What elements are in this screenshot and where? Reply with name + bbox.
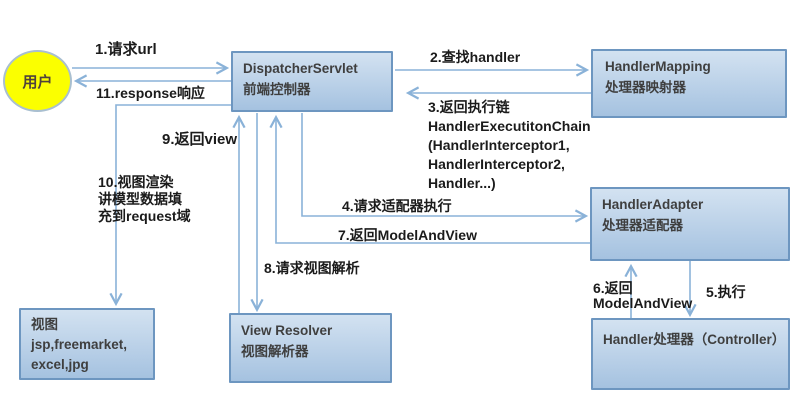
view-title: 视图 [31,317,58,332]
label-step8: 8.请求视图解析 [264,260,360,276]
arrow-step4-call-adapter [301,113,589,223]
label-step2: 2.查找handler [430,49,521,65]
handler-mapping-title: HandlerMapping [605,59,711,74]
label-step3-line5: Handler...) [428,175,496,191]
label-step1: 1.请求url [95,41,157,58]
label-step3-line3: (HandlerInterceptor1, [428,137,570,153]
label-step3-line2: HandlerExecutitonChain [428,118,591,134]
arrow-step10-render-view [109,104,231,307]
view-resolver-box: View Resolver 视图解析器 [229,313,392,383]
view-resolver-title: View Resolver [241,323,333,338]
label-step10-line1: 10.视图渲染 [98,174,174,190]
dispatcher-servlet-subtitle: 前端控制器 [243,82,311,97]
handler-adapter-subtitle: 处理器适配器 [602,218,683,233]
label-step5: 5.执行 [706,284,746,300]
label-step6: 6.返回 ModelAndView [593,281,692,311]
arrow-step7-return-modelandview [269,114,590,244]
handler-adapter-title: HandlerAdapter [602,197,704,212]
label-step6-line1: 6.返回 [593,280,633,296]
user-node: 用户 [3,50,72,112]
view-formats-line1: jsp,freemarket, [31,337,128,352]
dispatcher-servlet-title: DispatcherServlet [243,61,358,76]
label-step7: 7.返回ModelAndView [338,227,477,243]
view-box: 视图 jsp,freemarket, excel,jpg [19,308,155,380]
dispatcher-servlet-box: DispatcherServlet 前端控制器 [231,51,393,112]
view-resolver-subtitle: 视图解析器 [241,344,309,359]
label-step10-line2: 讲模型数据填 [98,191,182,207]
label-step10-line3: 充到request域 [98,208,191,224]
label-step3-line1: 3.返回执行链 [428,99,510,115]
label-step3-line4: HandlerInterceptor2, [428,156,565,172]
handler-controller-box: Handler处理器（Controller） [591,318,790,390]
label-step10: 10.视图渲染 讲模型数据填 充到request域 [98,174,191,225]
label-step9: 9.返回view [162,131,238,148]
label-step3: 3.返回执行链 HandlerExecutitonChain (HandlerI… [428,98,591,193]
handler-mapping-subtitle: 处理器映射器 [605,80,686,95]
label-step6-line2: ModelAndView [593,295,693,311]
handler-mapping-box: HandlerMapping 处理器映射器 [591,49,787,118]
label-step4: 4.请求适配器执行 [342,198,452,214]
label-step11: 11.response响应 [96,85,205,101]
handler-adapter-box: HandlerAdapter 处理器适配器 [590,187,790,261]
user-label: 用户 [22,73,53,91]
view-formats-line2: excel,jpg [31,357,89,372]
handler-controller-title: Handler处理器（Controller） [603,332,786,347]
